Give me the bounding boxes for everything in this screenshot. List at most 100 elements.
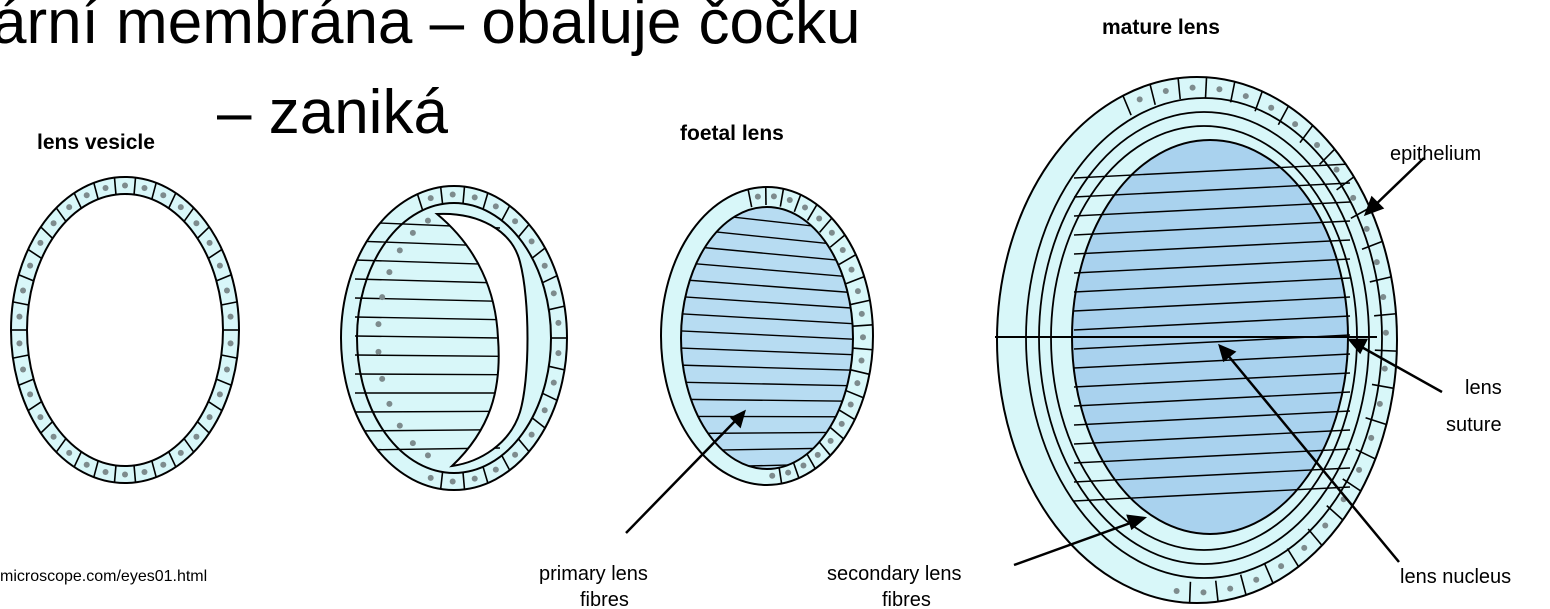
cell-nucleus-dot [1364,226,1370,232]
cell-nucleus-dot [425,452,431,458]
cell-nucleus-dot [410,440,416,446]
cell-nucleus-dot [1334,167,1340,173]
cell-nucleus-dot [493,203,499,209]
cell-nucleus-dot [1292,121,1298,127]
cell-nucleus-dot [16,340,22,346]
cell-nucleus-dot [207,240,213,246]
cell-nucleus-dot [84,192,90,198]
cell-nucleus-dot [66,450,72,456]
cell-nucleus-dot [193,434,199,440]
cell-nucleus-dot [1200,589,1206,595]
cell-nucleus-dot [160,192,166,198]
cell-nucleus-dot [1380,294,1386,300]
cell-nucleus-dot [1163,88,1169,94]
cell-nucleus-dot [178,204,184,210]
label-lens-suture-line1: lens [1465,377,1502,399]
cell-nucleus-dot [493,467,499,473]
cell-nucleus-dot [800,463,806,469]
cell-nucleus-dot [512,452,518,458]
cell-nucleus-dot [51,434,57,440]
cell-nucleus-dot [425,218,431,224]
label-lens-suture-line2: suture [1446,414,1502,436]
cell-nucleus-dot [397,423,403,429]
cell-nucleus-dot [854,380,860,386]
lens-vesicle-lumen [27,194,223,466]
cell-nucleus-dot [1382,366,1388,372]
cell-nucleus-dot [228,340,234,346]
cell-nucleus-dot [379,376,385,382]
cell-nucleus-dot [829,230,835,236]
label-primary-fibres-line2: fibres [580,589,629,609]
cell-nucleus-dot [428,195,434,201]
title-mature-lens: mature lens [1102,16,1220,39]
mature-lens-stage [995,77,1397,603]
cell-nucleus-dot [1383,330,1389,336]
cell-nucleus-dot [555,320,561,326]
cell-nucleus-dot [828,438,834,444]
label-primary-fibres-line1: primary lens [539,563,648,585]
cell-nucleus-dot [224,367,230,373]
cell-nucleus-dot [375,321,381,327]
cell-nucleus-dot [37,240,43,246]
source-url: microscope.com/eyes01.html [0,568,207,586]
epithelium-arrow [1370,158,1424,210]
cell-nucleus-dot [1227,586,1233,592]
cell-nucleus-dot [1377,401,1383,407]
cell-nucleus-dot [855,288,861,294]
cell-nucleus-dot [27,263,33,269]
cell-nucleus-dot [224,287,230,293]
cell-nucleus-dot [1137,96,1143,102]
cell-nucleus-dot [450,192,456,198]
cell-nucleus-dot [1253,577,1259,583]
cell-divider [1190,582,1191,603]
cell-nucleus-dot [542,407,548,413]
cell-nucleus-dot [228,314,234,320]
elongating-fibres-stage [341,186,567,490]
cell-divider [1375,350,1397,351]
cell-nucleus-dot [103,469,109,475]
cell-nucleus-dot [1356,467,1362,473]
cell-nucleus-dot [16,314,22,320]
cell-nucleus-dot [375,349,381,355]
cell-nucleus-dot [122,472,128,478]
cell-nucleus-dot [839,421,845,427]
cell-nucleus-dot [103,185,109,191]
cell-nucleus-dot [217,263,223,269]
cell-nucleus-dot [1174,588,1180,594]
cell-nucleus-dot [386,269,392,275]
cell-nucleus-dot [860,334,866,340]
cell-nucleus-dot [193,220,199,226]
cell-nucleus-dot [397,247,403,253]
cell-divider [1205,77,1206,98]
cell-nucleus-dot [859,311,865,317]
cell-nucleus-dot [1301,545,1307,551]
cell-nucleus-dot [755,194,761,200]
cell-nucleus-dot [1268,105,1274,111]
cell-nucleus-dot [84,462,90,468]
title-foetal-lens: foetal lens [680,122,784,145]
cell-nucleus-dot [20,287,26,293]
primary-fibre-line [355,374,500,375]
cell-nucleus-dot [815,452,821,458]
cell-nucleus-dot [542,263,548,269]
cell-nucleus-dot [551,290,557,296]
label-epithelium: epithelium [1390,143,1481,165]
cell-nucleus-dot [1190,85,1196,91]
cell-nucleus-dot [428,475,434,481]
primary-fibre-line [355,411,500,412]
title-lens-vesicle: lens vesicle [37,131,155,154]
cell-nucleus-dot [160,462,166,468]
cell-nucleus-dot [771,193,777,199]
cell-nucleus-dot [207,414,213,420]
lens-vesicle-stage [11,177,239,483]
cell-nucleus-dot [410,230,416,236]
cell-nucleus-dot [848,401,854,407]
cell-nucleus-dot [1350,195,1356,201]
cell-nucleus-dot [472,476,478,482]
cell-nucleus-dot [450,478,456,484]
label-secondary-fibres-line1: secondary lens [827,563,962,585]
foetal-lens-stage [661,187,873,485]
cell-nucleus-dot [816,215,822,221]
